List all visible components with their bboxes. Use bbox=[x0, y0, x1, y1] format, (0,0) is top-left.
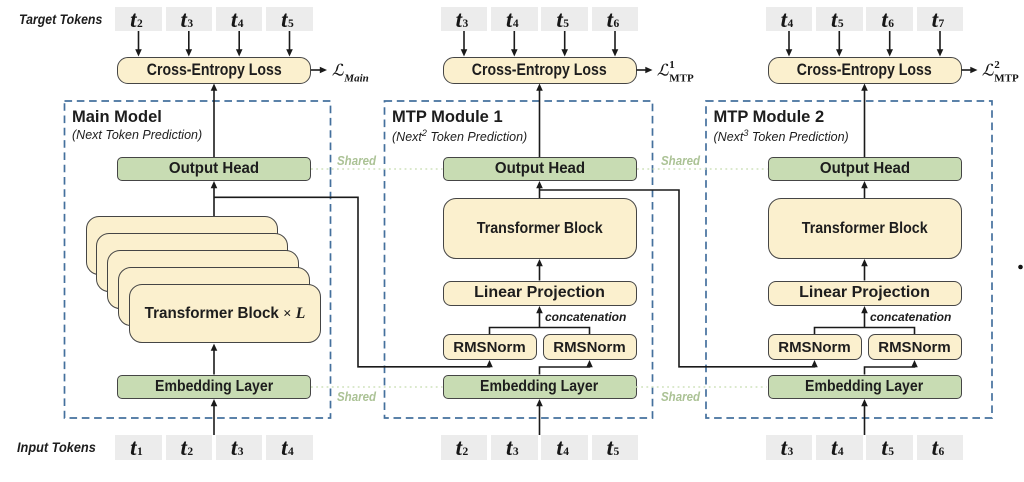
svg-text:Main: Main bbox=[343, 73, 368, 85]
svg-text:2: 2 bbox=[994, 59, 1000, 71]
svg-text:1: 1 bbox=[669, 59, 675, 71]
svg-text:MTP: MTP bbox=[669, 73, 694, 85]
svg-text:MTP: MTP bbox=[994, 73, 1019, 85]
